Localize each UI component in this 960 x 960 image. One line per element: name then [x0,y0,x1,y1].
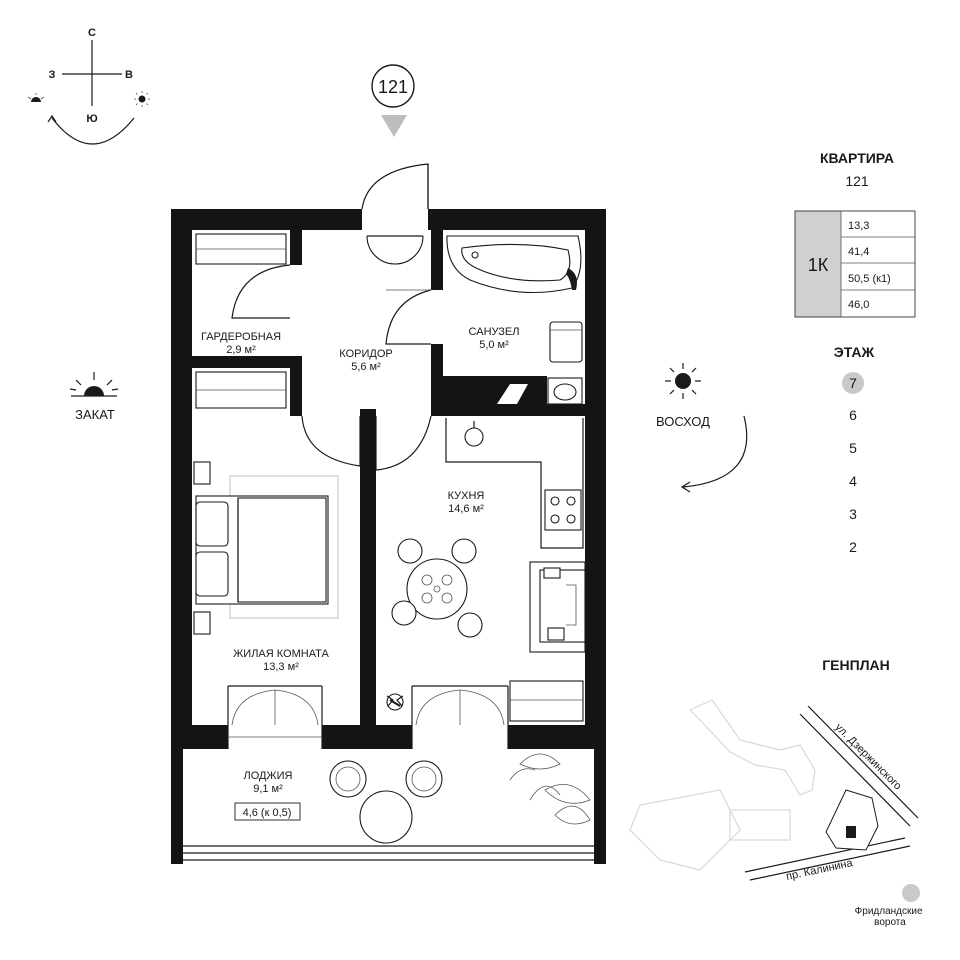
room-bathroom-name: САНУЗЕЛ [469,326,520,338]
genplan-target-building [846,826,856,838]
compass-north-label: С [88,27,96,39]
room-living-area: 13,3 м² [263,661,299,673]
toilet-icon [549,321,583,363]
compass-west-label: З [49,69,56,81]
area-total-k1: 50,5 (к1) [848,273,891,285]
sunrise-small-icon [134,91,150,107]
room-wardrobe-name: ГАРДЕРОБНАЯ [201,331,281,343]
floor-selected-indicator [842,372,864,394]
sunrise-label: ВОСХОД [656,414,710,429]
room-loggia-name: ЛОДЖИЯ [244,770,293,782]
genplan-heading: ГЕНПЛАН [822,657,890,673]
wardrobe-shelves-upper [195,233,287,265]
apartment-heading: КВАРТИРА [820,150,894,166]
floor-item-2[interactable]: 2 [849,539,857,555]
floor-item-5[interactable]: 5 [849,440,857,456]
bathroom-sink-icon [547,377,583,405]
room-wardrobe-area: 2,9 м² [226,344,256,356]
sofa-icon [529,561,586,653]
plant-icon [386,693,404,711]
room-kitchen-name: КУХНЯ [448,490,485,502]
loggia-chairs-icon [329,760,443,844]
bathtub-icon [446,235,582,294]
cooktop-icon [544,489,582,531]
floor-item-4[interactable]: 4 [849,473,857,489]
kitchen-sink-icon [464,421,484,447]
sunset-label: ЗАКАТ [75,407,115,422]
landmark-label-line-1: Фридландские [855,906,923,917]
street-label-1: ул. Дзержинского [832,721,903,792]
floors-heading: ЭТАЖ [834,344,875,360]
sun-path-arrow [51,117,135,145]
apartment-type: 1К [808,255,829,275]
genplan-map [629,699,920,902]
sunset-small-icon [27,93,45,102]
area-living: 13,3 [848,220,869,232]
room-living-name: ЖИЛАЯ КОМНАТА [233,648,329,660]
apartment-type-cell [795,211,841,317]
floor-item-7[interactable]: 7 [849,375,857,391]
loggia-reduced-area-box [234,802,301,821]
apartment-marker-number: 121 [378,77,408,97]
floor-item-6[interactable]: 6 [849,407,857,423]
landmark-marker [902,884,920,902]
bed-icon [193,461,339,635]
floor-plan [171,163,606,864]
area-total-no-loggia: 41,4 [848,246,869,258]
dining-table-icon [391,538,483,638]
landmark-label-line-2: ворота [874,917,906,928]
compass-south-label: Ю [86,113,97,125]
apartment-area-table: 1К 13,3 41,4 50,5 (к1) 46,0 [794,210,916,318]
landmark-label: Фридландские ворота [855,906,926,928]
apartment-marker: 121 [371,64,415,137]
room-kitchen-area: 14,6 м² [448,503,484,515]
floor-selector[interactable]: 7 6 5 4 3 2 [849,375,857,555]
area-reduced: 46,0 [848,299,869,311]
compass: С З В Ю [27,27,150,145]
floor-item-3[interactable]: 3 [849,506,857,522]
kitchen-balcony-door [411,685,509,749]
sunset-icon [69,372,119,397]
room-bathroom-area: 5,0 м² [479,339,509,351]
apartment-number: 121 [845,173,869,189]
sun-direction-arrow [682,415,748,488]
room-corridor-area: 5,6 м² [351,361,381,373]
room-loggia-area: 9,1 м² [253,783,283,795]
room-corridor-name: КОРИДОР [339,348,392,360]
living-room-balcony-door [227,685,323,749]
sunrise-icon [665,363,701,399]
room-loggia-reduced-area: 4,6 (к 0,5) [243,807,292,819]
wardrobe-shelves-lower [195,371,287,409]
loggia-plants-icon [509,753,591,825]
compass-east-label: В [125,69,133,81]
marker-arrow-icon [381,115,407,137]
